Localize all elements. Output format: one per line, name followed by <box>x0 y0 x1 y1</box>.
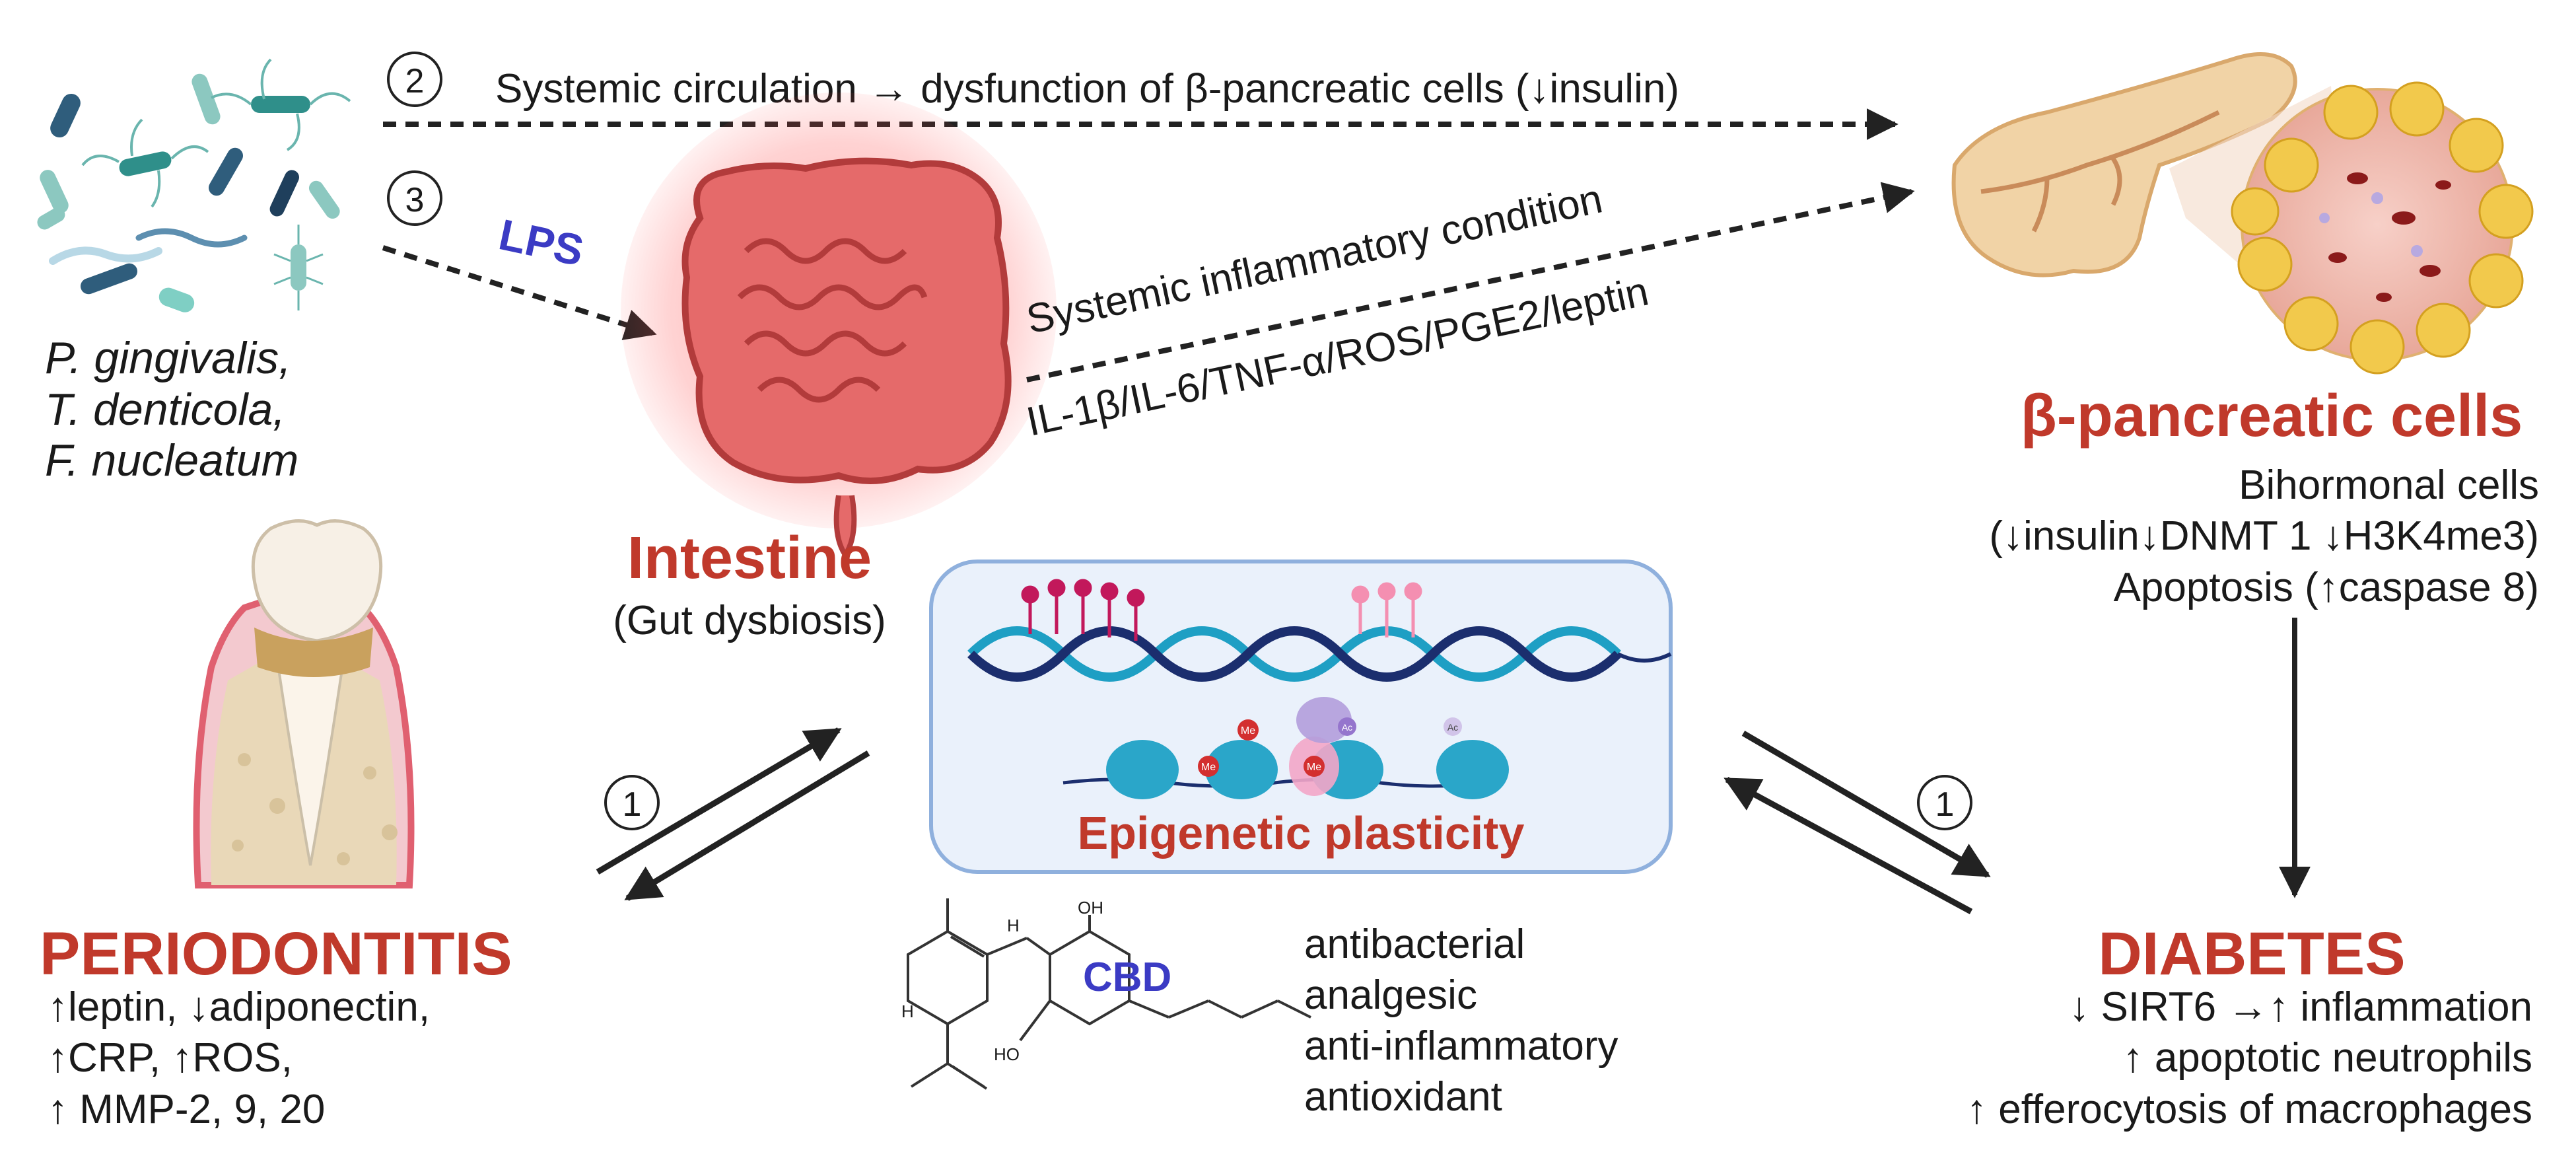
histone-mark-me-3: Me <box>1307 762 1321 773</box>
bacteria-line-2: T. denticola, <box>45 384 285 435</box>
systemic-circulation-label: Systemic circulation → dysfunction of β-… <box>495 66 1679 112</box>
bacteria-line-1: P. gingivalis, <box>45 333 291 383</box>
intestine-title: Intestine <box>627 525 872 591</box>
intestine-subtitle: (Gut dysbiosis) <box>613 598 886 643</box>
nucleosomes: Me Me Me Ac Ac <box>1062 697 1509 799</box>
intestine-illustration <box>621 92 1057 560</box>
pancreas-line-1: Bihormonal cells <box>2239 462 2539 508</box>
cbd-property-3: anti-inflammatory <box>1304 1023 1618 1069</box>
diabetes-line-3: ↑ efferocytosis of macrophages <box>1967 1087 2532 1132</box>
histone-mark-ac-2: Ac <box>1447 722 1458 733</box>
cbd-h-label-1: H <box>1007 916 1020 935</box>
cbd-property-1: antibacterial <box>1304 922 1525 967</box>
inflammatory-arrow <box>1026 182 1915 382</box>
cbd-ho-bottom: HO <box>994 1044 1020 1064</box>
lps-label: LPS <box>495 209 588 275</box>
right-arrow-to-epigenetic <box>1723 777 1973 914</box>
pancreas-line-3: Apoptosis (↑caspase 8) <box>2114 565 2539 610</box>
periodontitis-line-1: ↑leptin, ↓adiponectin, <box>48 984 430 1030</box>
periodontitis-line-2: ↑CRP, ↑ROS, <box>48 1035 293 1081</box>
route-2-circle <box>387 52 442 107</box>
left-arrow-to-periodontitis <box>624 750 870 901</box>
diabetes-line-2: ↑ apoptotic neutrophils <box>2123 1035 2532 1081</box>
right-arrow-to-diabetes <box>1741 731 1991 878</box>
diabetes-line-1: ↓ SIRT6 →↑ inflammation <box>2069 984 2532 1030</box>
pancreas-line-2: (↓insulin↓DNMT 1 ↓H3K4me3) <box>1989 513 2539 559</box>
bacteria-line-3: F. nucleatum <box>45 435 298 486</box>
histone-mark-me-2: Me <box>1241 725 1255 737</box>
histone-mark-ac-1: Ac <box>1342 722 1352 733</box>
route-1-left-circle <box>604 775 660 830</box>
route-1-left-number: 1 <box>623 785 642 824</box>
route-2-number: 2 <box>405 62 425 100</box>
pancreas-title: β-pancreatic cells <box>2021 383 2523 449</box>
route-3-arrow <box>382 245 657 340</box>
bacteria-cluster <box>37 58 351 312</box>
left-arrow-to-epigenetic <box>596 727 842 875</box>
tooth-illustration <box>193 519 415 888</box>
diabetes-title: DIABETES <box>2098 920 2405 988</box>
cbd-h-label-2: H <box>901 1001 914 1021</box>
route-3-number: 3 <box>405 181 425 219</box>
cbd-property-4: antioxidant <box>1304 1074 1502 1120</box>
epigenetic-label: Epigenetic plasticity <box>1078 807 1525 859</box>
route-3-circle <box>387 170 442 226</box>
periodontitis-title: PERIODONTITIS <box>40 920 512 988</box>
dna-helix <box>967 579 1672 682</box>
cbd-property-2: analgesic <box>1304 972 1477 1018</box>
route-1-right-circle <box>1917 775 1972 830</box>
histone-mark-me-1: Me <box>1201 762 1216 773</box>
cbd-structure <box>907 898 1311 1090</box>
periodontitis-line-3: ↑ MMP-2, 9, 20 <box>48 1087 325 1132</box>
cbd-oh-top: OH <box>1078 898 1103 918</box>
cbd-label: CBD <box>1083 955 1171 1000</box>
route-1-right-number: 1 <box>1935 785 1955 824</box>
pancreas-illustration <box>1951 52 2534 375</box>
